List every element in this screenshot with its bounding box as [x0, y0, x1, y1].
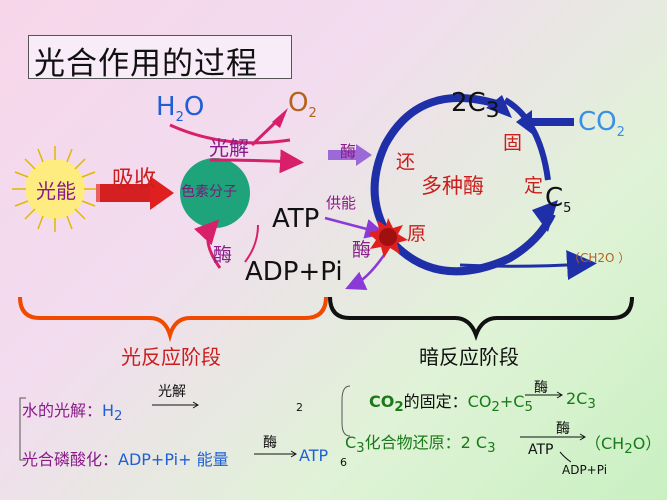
right-eq-bracket: [341, 385, 351, 437]
enzyme-arrow-label: 酶: [340, 142, 357, 161]
eq-red-product: （CH2O）: [585, 434, 662, 458]
eq-photolysis: 水的光解：H2: [22, 401, 123, 425]
atp-link-line: [244, 224, 259, 263]
dark-stage-label: 暗反应阶段: [419, 345, 519, 369]
cycle-arrowhead-top: [486, 95, 512, 118]
adp-pi-label: ADP+Pi: [245, 257, 343, 287]
enzyme-starburst-icon: [368, 218, 408, 258]
absorb-arrow: [96, 176, 174, 210]
reduce-label-b: 原: [407, 223, 427, 245]
eq-red-atp: ATP: [528, 442, 554, 458]
c5-label: C5: [545, 183, 572, 217]
eq-phos-product: ATP: [299, 446, 329, 465]
eq-red-arrow-label: 酶: [556, 421, 570, 437]
light-stage-bracket: [18, 296, 328, 343]
pigment-molecule: [180, 158, 250, 228]
ch2o-label: （CH2O ）: [568, 251, 631, 265]
page-title: 光合作用的过程: [34, 46, 258, 82]
eq-phos-trailing: 6: [340, 456, 347, 469]
eq-phos: 光合磷酸化：ADP+Pi+ 能量: [22, 450, 229, 469]
eq-fix-product: 2C3: [566, 389, 596, 413]
atp-supply-arrow: [324, 216, 386, 239]
dark-stage-bracket: [328, 296, 634, 342]
energy-supply-label: 供能: [326, 194, 357, 212]
eq-photolysis-trailing: 2: [296, 401, 303, 414]
fix-label-b: 定: [524, 175, 544, 197]
water-label: H2O: [156, 92, 205, 126]
enzyme-center-label: 酶: [352, 239, 372, 261]
atp-synthesis-arrow: [194, 219, 222, 269]
eq-fix-arrow-label: 酶: [534, 380, 548, 396]
fix-label-a: 固: [503, 132, 523, 154]
photolysis-label: 光解: [209, 136, 249, 160]
eq-red-adp: ADP+Pi: [562, 463, 608, 477]
light-stage-label: 光反应阶段: [121, 345, 221, 369]
left-eq-bracket: [19, 397, 26, 461]
reduce-label-a: 还: [396, 151, 416, 173]
eq-photolysis-arrow-label: 光解: [158, 384, 186, 400]
title-box: [28, 35, 292, 79]
eq-phos-arrow-label: 酶: [263, 435, 277, 451]
enzyme-left-label: 酶: [213, 244, 233, 266]
multi-enzyme-label: 多种酶: [421, 174, 484, 198]
c5-to-c3-arc: [503, 97, 551, 181]
ch2o-output-arrow: [459, 250, 597, 281]
photolysis-arrow: [169, 123, 291, 145]
pigment-label: 色素分子: [181, 184, 237, 200]
oxygen-arrow: [250, 116, 282, 147]
light-energy-label: 光能: [36, 179, 76, 203]
absorb-label: 吸收: [112, 167, 157, 192]
atp-label: ATP: [272, 204, 320, 234]
h-arrow: [209, 149, 304, 174]
two-c3-label: 2C3: [451, 88, 500, 124]
oxygen-label: O2: [288, 88, 317, 122]
co2-label: CO2: [578, 107, 625, 141]
co2-arrow: [516, 110, 574, 134]
eq-fixation: CO2的固定：CO2+C5: [369, 392, 533, 416]
eq-reduction: C3化合物还原：2 C3: [345, 433, 496, 457]
sun-icon: [12, 146, 98, 232]
cycle-arrowhead-bottom: [532, 200, 558, 232]
enzyme-arrow: [328, 144, 372, 166]
eq-adp-branch: [559, 451, 572, 463]
